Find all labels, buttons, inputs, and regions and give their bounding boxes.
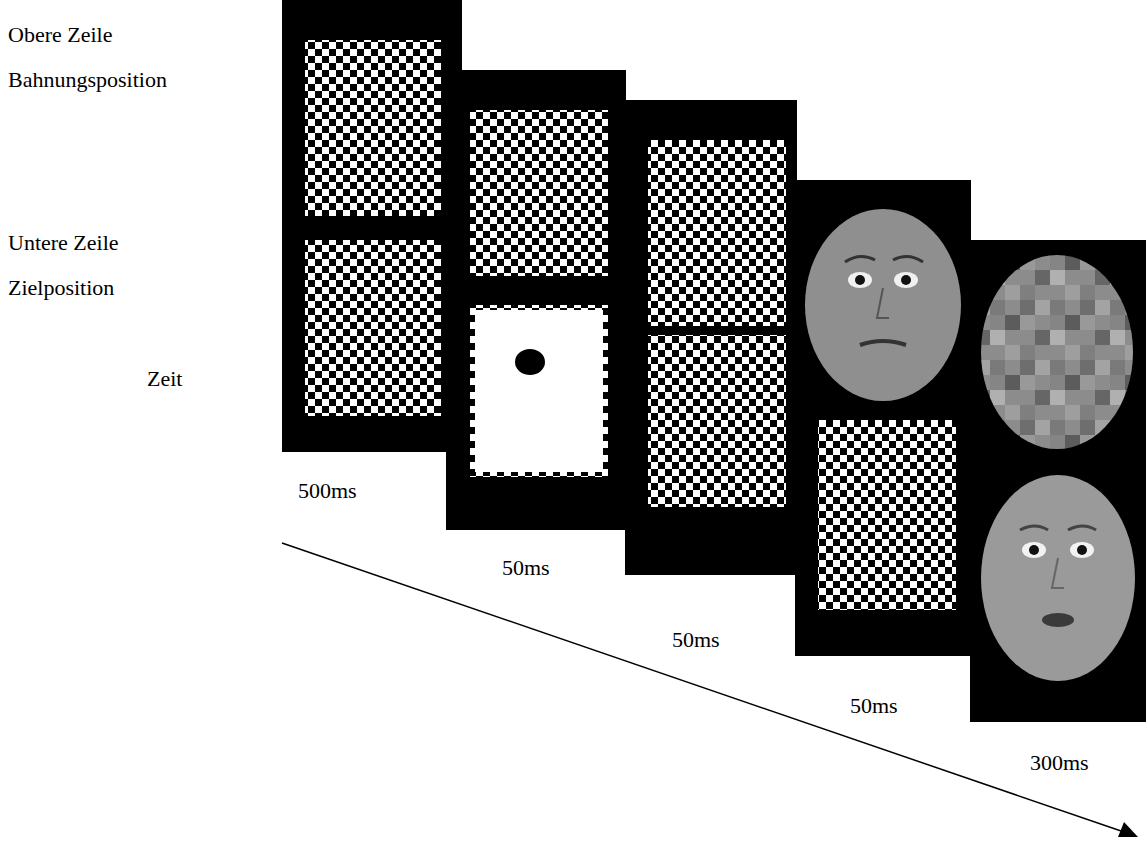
display-frame xyxy=(795,180,971,656)
display-frame xyxy=(625,100,797,575)
duration-label: 50ms xyxy=(672,627,720,653)
duration-label: 50ms xyxy=(502,555,550,581)
duration-label: 50ms xyxy=(850,693,898,719)
row-label: Obere Zeile xyxy=(8,22,112,48)
display-frame xyxy=(970,240,1146,722)
row-label: Untere Zeile xyxy=(8,230,119,256)
duration-label: 300ms xyxy=(1030,750,1089,776)
duration-label: 500ms xyxy=(298,478,357,504)
display-frame xyxy=(446,70,626,530)
row-label: Zielposition xyxy=(8,275,114,301)
display-frame xyxy=(282,0,462,452)
time-arrow xyxy=(282,543,1138,837)
row-label: Bahnungsposition xyxy=(8,67,167,93)
axis-label: Zeit xyxy=(147,366,182,392)
